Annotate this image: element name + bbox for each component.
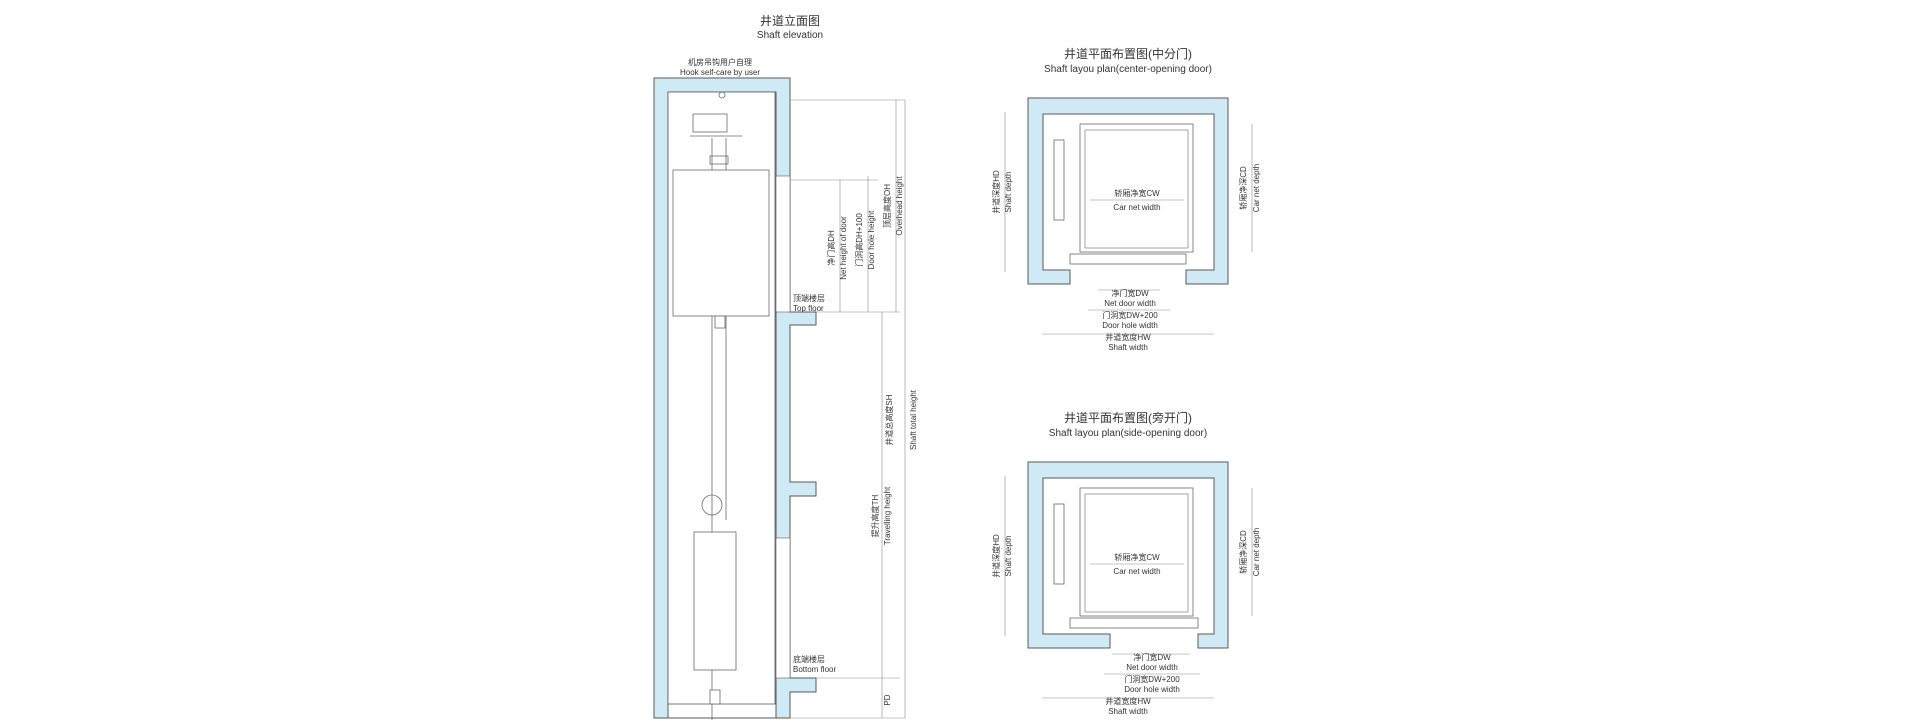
plan-side-counterweight (1053, 503, 1065, 585)
hook-label-cn: 机房吊钩用户自理 (688, 57, 752, 67)
plan-center-title-en: Shaft layou plan(center-opening door) (1044, 64, 1212, 75)
door-height-label-cn: 净门高DH (826, 230, 836, 266)
counterweight-sheave (701, 494, 723, 516)
plan-side-dw-en: Net door width (1126, 663, 1178, 672)
hook-icon (718, 91, 726, 99)
plan-side-car-inner (1084, 493, 1189, 613)
bottom-door-opening (775, 537, 791, 679)
traction-machine (692, 113, 728, 133)
plan-center-cd-en: Car net depth (1252, 164, 1261, 212)
plan-center-hd-en: Shaft depth (1004, 172, 1013, 213)
plan-side-title-en: Shaft layou plan(side-opening door) (1049, 428, 1207, 439)
pit-label: PD (883, 694, 892, 705)
plan-center-car (1079, 123, 1194, 253)
plan-side-dh-en: Door hole width (1124, 685, 1180, 694)
plan-side-hd-cn: 井道深度HD (991, 534, 1001, 578)
plan-center-dh-cn: 门洞宽DW+200 (1102, 310, 1158, 320)
plan-side-dh-cn: 门洞宽DW+200 (1124, 674, 1180, 684)
plan-center-hw-en: Shaft width (1108, 343, 1148, 352)
plan-side-title-cn: 井道平面布置图(旁开门) (1064, 410, 1192, 425)
top-floor-label-cn: 顶端楼层 (793, 293, 825, 303)
plan-center-cd-cn: 轿厢净深CD (1238, 166, 1248, 210)
plan-center-dh-en: Door hole width (1102, 321, 1158, 330)
plan-center-hd-cn: 井道深度HD (991, 170, 1001, 214)
plan-side-hw-en: Shaft width (1108, 707, 1148, 716)
plan-side-hw-cn: 井道宽度HW (1105, 696, 1151, 706)
plan-center-dw-cn: 净门宽DW (1111, 288, 1149, 298)
plan-center-shaft-wall (1027, 97, 1229, 285)
plan-side-shaft-wall (1027, 461, 1229, 649)
plan-side-cw-en: Car net width (1113, 567, 1160, 576)
door-hole-label-en: Door hole height (867, 210, 876, 269)
top-door-opening (775, 175, 791, 313)
plan-side-dw-cn: 净门宽DW (1133, 652, 1171, 662)
shaft-total-label-cn: 井道总高度SH (884, 394, 894, 445)
travel-label-en: Travelling height (883, 486, 892, 545)
bottom-floor-label-cn: 底端楼层 (793, 654, 825, 664)
elevation-view: 井道立面图 Shaft elevation 机房吊钩用户自理 Hook self… (653, 13, 918, 720)
door-height-label-en: Net height of door (839, 216, 848, 280)
car-guide-shoe (714, 315, 726, 329)
plan-side-cw-cn: 轿厢净宽CW (1114, 552, 1160, 562)
plan-center-hw-cn: 井道宽度HW (1105, 332, 1151, 342)
shaft-total-label-en: Shaft total height (909, 389, 918, 450)
plan-center-cw-en: Car net width (1113, 203, 1160, 212)
plan-side-sill (1069, 617, 1199, 629)
top-floor-label-en: Top floor (793, 304, 824, 313)
buffer (709, 689, 721, 705)
travel-label-cn: 提升高度TH (870, 494, 880, 537)
plan-side-cd-cn: 轿厢净深CD (1238, 530, 1248, 574)
counterweight (693, 531, 737, 671)
plan-side-hd-en: Shaft depth (1004, 536, 1013, 577)
plan-center-sill (1069, 253, 1187, 265)
elevation-title-en: Shaft elevation (757, 30, 823, 41)
overhead-label-cn: 顶层高度OH (882, 184, 892, 228)
hook-label-en: Hook self-care by user (680, 68, 760, 77)
elevator-car (672, 169, 770, 317)
plan-center-car-inner (1084, 129, 1189, 249)
plan-side-car (1079, 487, 1194, 617)
plan-center-title-cn: 井道平面布置图(中分门) (1064, 46, 1192, 61)
plan-center-counterweight (1053, 139, 1065, 221)
plan-center-cw-cn: 轿厢净宽CW (1114, 188, 1160, 198)
plan-center-view: 井道平面布置图(中分门) Shaft layou plan(center-ope… (991, 46, 1261, 352)
elevation-title-cn: 井道立面图 (760, 13, 820, 28)
bottom-floor-label-en: Bottom floor (793, 665, 836, 674)
plan-side-view: 井道平面布置图(旁开门) Shaft layou plan(side-openi… (991, 410, 1261, 716)
plan-side-cd-en: Car net depth (1252, 528, 1261, 576)
door-hole-label-cn: 门洞高DH+100 (854, 213, 864, 267)
overhead-label-en: Overhead height (895, 176, 904, 236)
plan-center-dw-en: Net door width (1104, 299, 1156, 308)
top-sheave (709, 155, 729, 165)
